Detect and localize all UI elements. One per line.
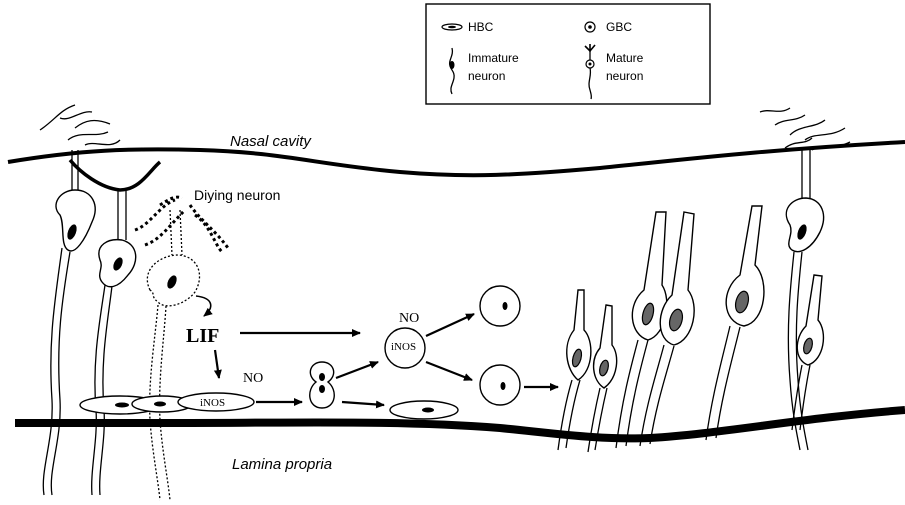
inos-label-left: iNOS bbox=[200, 397, 225, 409]
arrow-dividing-to-hbc bbox=[342, 402, 384, 405]
legend-mature-line2: neuron bbox=[606, 69, 643, 83]
no-label-center: NO bbox=[399, 311, 419, 326]
inos-label-center: iNOS bbox=[391, 341, 416, 353]
basal-lamina-line bbox=[15, 410, 905, 438]
dying-neuron bbox=[135, 197, 228, 500]
legend-gbc-label: GBC bbox=[606, 20, 632, 34]
arrow-lif-down bbox=[215, 350, 219, 378]
immature-neuron-3 bbox=[616, 212, 667, 448]
mature-neuron-left-2 bbox=[92, 190, 136, 495]
legend-immature-line1: Immature bbox=[468, 51, 519, 65]
legend-immature-line2: neuron bbox=[468, 69, 505, 83]
arrow-gbc-to-gbc-bottom bbox=[426, 362, 472, 380]
mature-neuron-left-1 bbox=[40, 105, 120, 495]
dying-neuron-label: Diying neuron bbox=[194, 187, 280, 203]
arrow-gbc-to-gbc-top bbox=[426, 314, 474, 336]
gbc-cell-bottom bbox=[480, 365, 520, 405]
no-label-left: NO bbox=[243, 371, 263, 386]
arrow-dividing-to-gbc bbox=[336, 362, 378, 378]
lif-label: LIF bbox=[186, 325, 219, 347]
gbc-cell-inos: iNOS bbox=[385, 328, 425, 368]
gbc-cell-top bbox=[480, 286, 520, 326]
legend-hbc-label: HBC bbox=[468, 20, 494, 34]
hbc-cell-inos: iNOS bbox=[178, 393, 254, 411]
epithelial-surface-line bbox=[8, 142, 905, 175]
mature-neuron-right bbox=[760, 108, 850, 450]
arrow-dying-to-lif bbox=[196, 296, 211, 316]
hbc-cell-right bbox=[390, 401, 458, 419]
immature-neuron-2 bbox=[588, 305, 617, 452]
legend: HBC GBC Immature neuron Mature neuron bbox=[426, 4, 710, 104]
dividing-cell bbox=[310, 362, 335, 408]
immature-neuron-1 bbox=[558, 290, 591, 450]
nasal-cavity-label: Nasal cavity bbox=[230, 133, 312, 150]
lamina-propria-label: Lamina propria bbox=[232, 456, 332, 473]
epithelial-surface-dip bbox=[70, 160, 160, 190]
immature-neuron-5 bbox=[706, 206, 764, 440]
legend-mature-line1: Mature bbox=[606, 51, 644, 65]
gbc-legend-icon bbox=[585, 22, 595, 32]
hbc-legend-icon bbox=[442, 24, 462, 30]
